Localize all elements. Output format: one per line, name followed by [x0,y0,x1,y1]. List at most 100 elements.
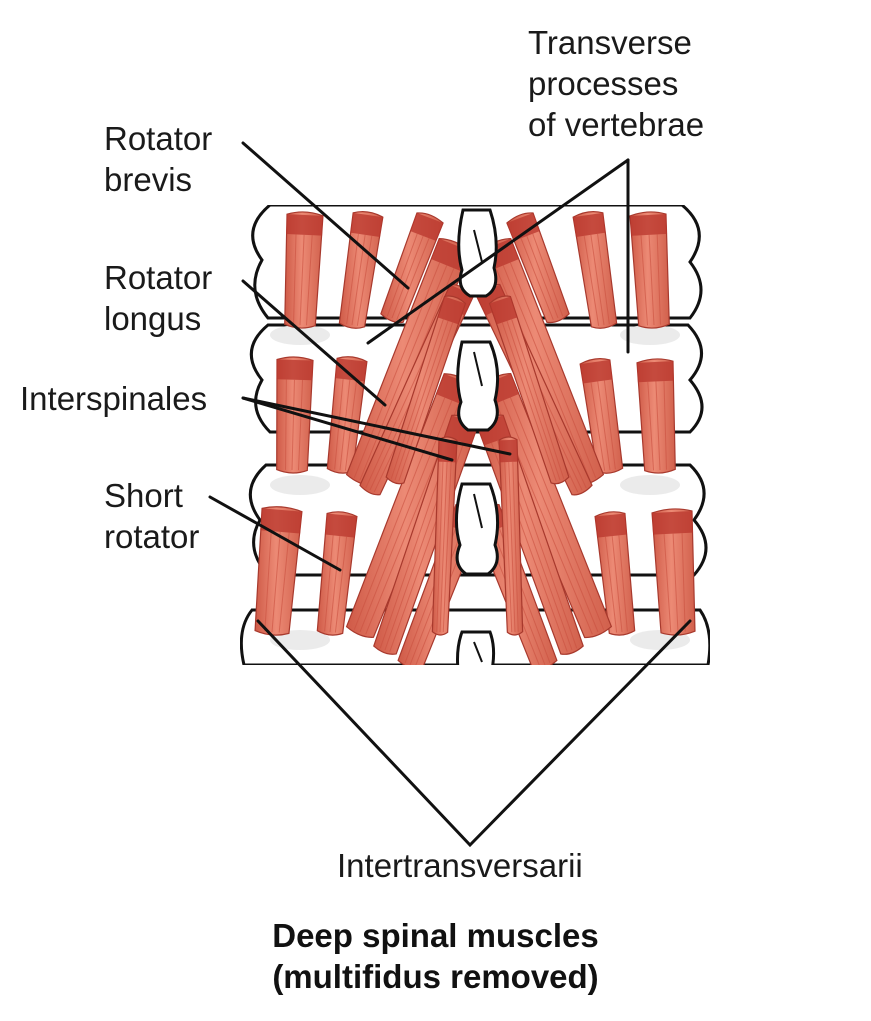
muscle-fiber [512,461,519,632]
muscle-fiber [398,322,454,482]
muscle-fiber [504,462,513,633]
muscle-tendon [437,296,466,325]
muscle-fiber [390,319,444,479]
muscle-fiber [502,400,599,633]
muscle-fiber [647,381,655,471]
muscle-fiber [663,381,667,470]
muscle-fiber [439,461,448,633]
label-rotator-longus-line-1: Rotator [104,259,213,296]
muscle-fiber [501,322,557,482]
muscle-fiber [603,380,616,470]
label-rotator-brevis-line-1: Rotator [104,120,213,157]
muscle-fiber [264,531,272,632]
muscle-tendon [637,361,674,383]
muscle-fiber [344,380,358,471]
muscle-fiber [436,461,444,632]
muscle-tendon [595,513,628,538]
muscle-fiber [329,536,341,633]
muscle-fiber [520,238,554,320]
muscle-fiber [324,535,334,632]
muscle-fiber [293,234,297,325]
muscle-fiber [391,235,424,319]
label-transverse-line-1: Transverse [528,24,692,61]
muscle-fiber [396,238,430,320]
leader-interspinales-a [241,396,454,462]
muscle-tendon [573,212,606,237]
spinous-process-2 [456,340,500,432]
label-intertransversarii: Intertransversarii [337,845,583,886]
muscle-tendon [260,508,302,534]
muscle-fiber [291,379,295,471]
label-transverse-line-3: of vertebrae [528,106,705,143]
muscle-fiber [590,382,606,471]
muscle-fiber [442,462,452,633]
muscle-fiber [339,379,351,471]
leader-lines [208,141,692,848]
muscle-fiber [285,379,287,470]
leader-intertransversarii [256,619,692,848]
muscle-tendon [276,359,313,381]
leader-rotator-longus [241,279,387,407]
label-interspinales: Interspinales [20,378,207,419]
muscle-tendon [350,212,383,237]
muscle-fiber [663,534,672,633]
muscle-tendon [410,213,444,241]
leader-short-rotator [208,495,342,572]
muscle-fiber [334,379,344,470]
muscle-fiber [672,533,679,633]
muscle-tendon [652,511,694,535]
figure-caption: Deep spinal muscles (multifidus removed) [0,915,871,997]
muscle-fiber [511,319,565,479]
muscle-fiber [509,397,605,630]
muscle-fiber [532,233,564,317]
muscle-fiber [299,234,305,326]
label-short-rotator-line-2: rotator [104,518,200,555]
muscle-bundle [506,212,570,324]
label-short-rotator-line-1: Short [104,477,183,514]
muscle-tendon [334,358,367,382]
muscle-tendon [286,214,323,236]
muscle-fiber [346,233,359,325]
muscle-fiber [590,234,605,326]
muscle-fiber [506,320,561,481]
muscle-fiber [526,235,559,319]
muscle-tendon [324,513,357,538]
caption-line-1: Deep spinal muscles [272,917,599,954]
muscle-fiber [604,536,618,633]
spinous-process-4 [456,630,496,665]
muscle-fiber [502,265,591,481]
label-rotator-longus-line-2: longus [104,300,202,337]
muscle-fiber [656,234,661,325]
muscle-fiber [618,535,628,632]
label-short-rotator: Short rotator [104,475,199,557]
label-intertransversarii-line-1: Intertransversarii [337,847,583,884]
muscle-tendon [506,213,540,241]
leader-interspinales-b [241,396,512,456]
muscle-fiber [681,533,686,632]
spinous-process-3 [455,482,500,576]
muscle-tendon [489,296,518,325]
muscle-tendon [630,214,668,236]
muscle-fiber [359,265,448,481]
muscle-fiber [386,233,418,317]
muscle-bundle [380,212,444,324]
muscle-fiber [655,381,661,471]
caption-line-2: (multifidus removed) [272,958,599,995]
muscle-fiber [597,381,611,471]
muscle-fiber [278,532,290,633]
label-interspinales-line-1: Interspinales [20,380,208,417]
muscle-fiber [334,536,348,633]
label-rotator-brevis-line-2: brevis [104,161,193,198]
muscle-tendon [580,359,613,384]
muscle-fiber [597,233,610,325]
muscle-fiber [271,531,281,633]
muscle-fiber [508,461,516,633]
leader-rotator-brevis [241,141,410,290]
label-transverse-line-2: processes [528,65,679,102]
muscle-fiber [305,235,313,326]
muscle-tendon [499,439,518,463]
muscle-fiber [640,235,649,326]
label-rotator-brevis: Rotator brevis [104,118,212,200]
